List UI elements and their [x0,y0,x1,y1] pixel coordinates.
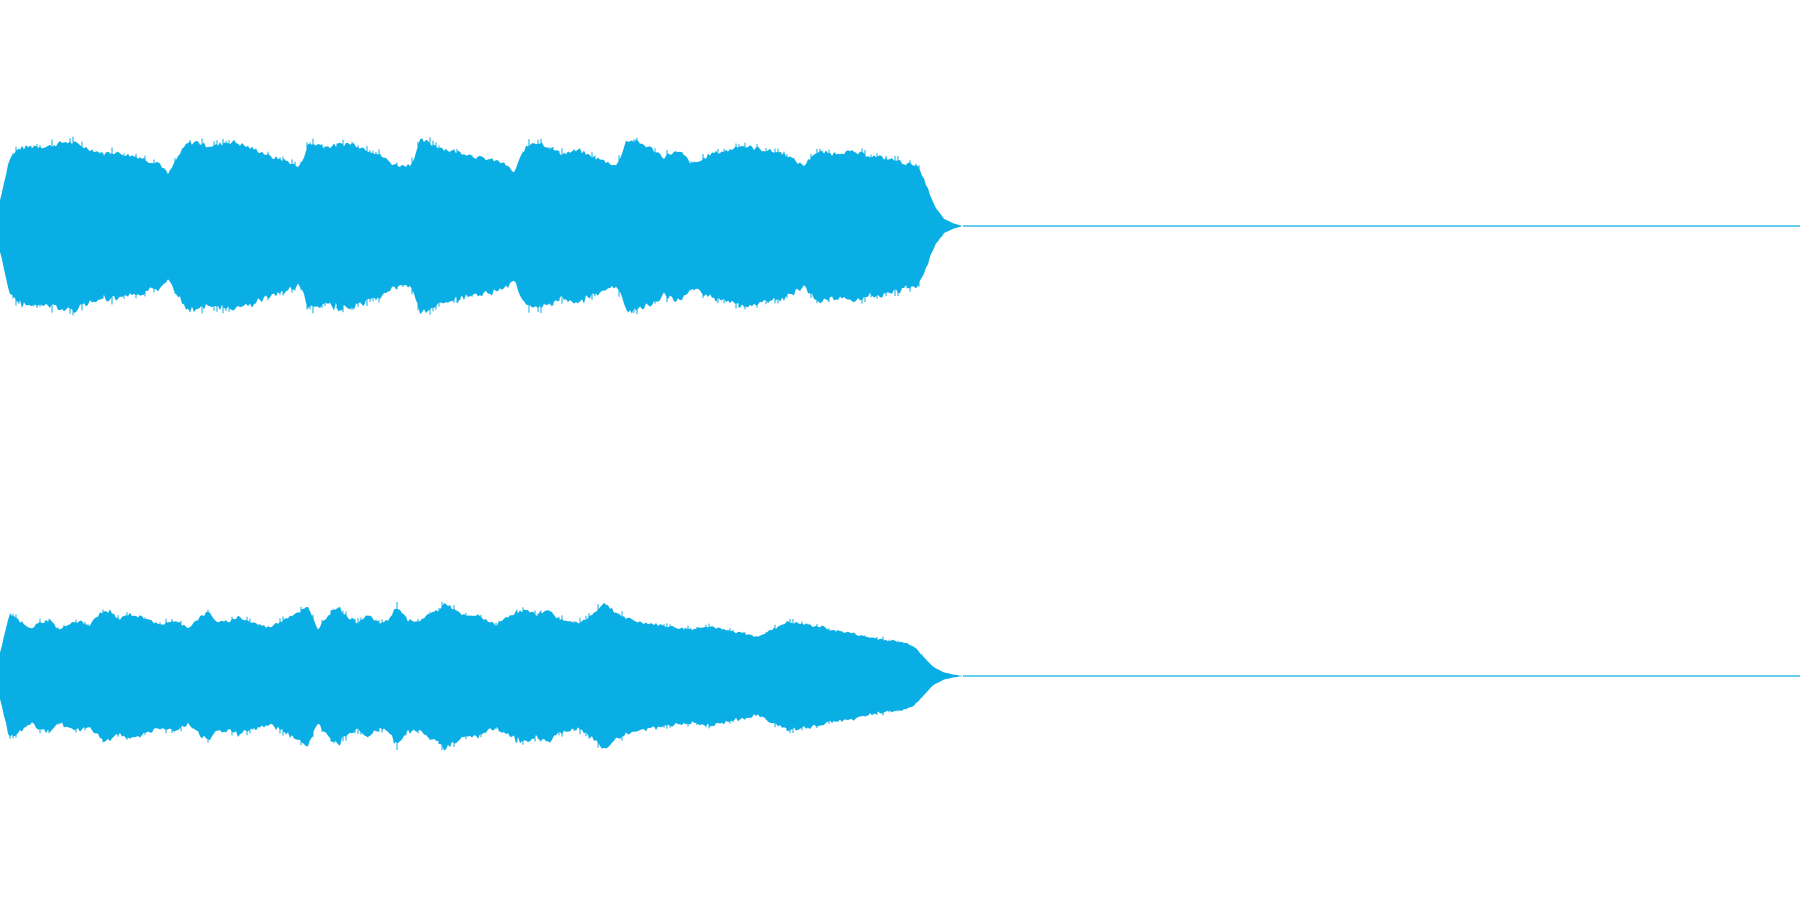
waveform-body [0,138,962,314]
channel-1-waveform [0,136,1800,316]
channel-2-waveform [0,601,1800,751]
